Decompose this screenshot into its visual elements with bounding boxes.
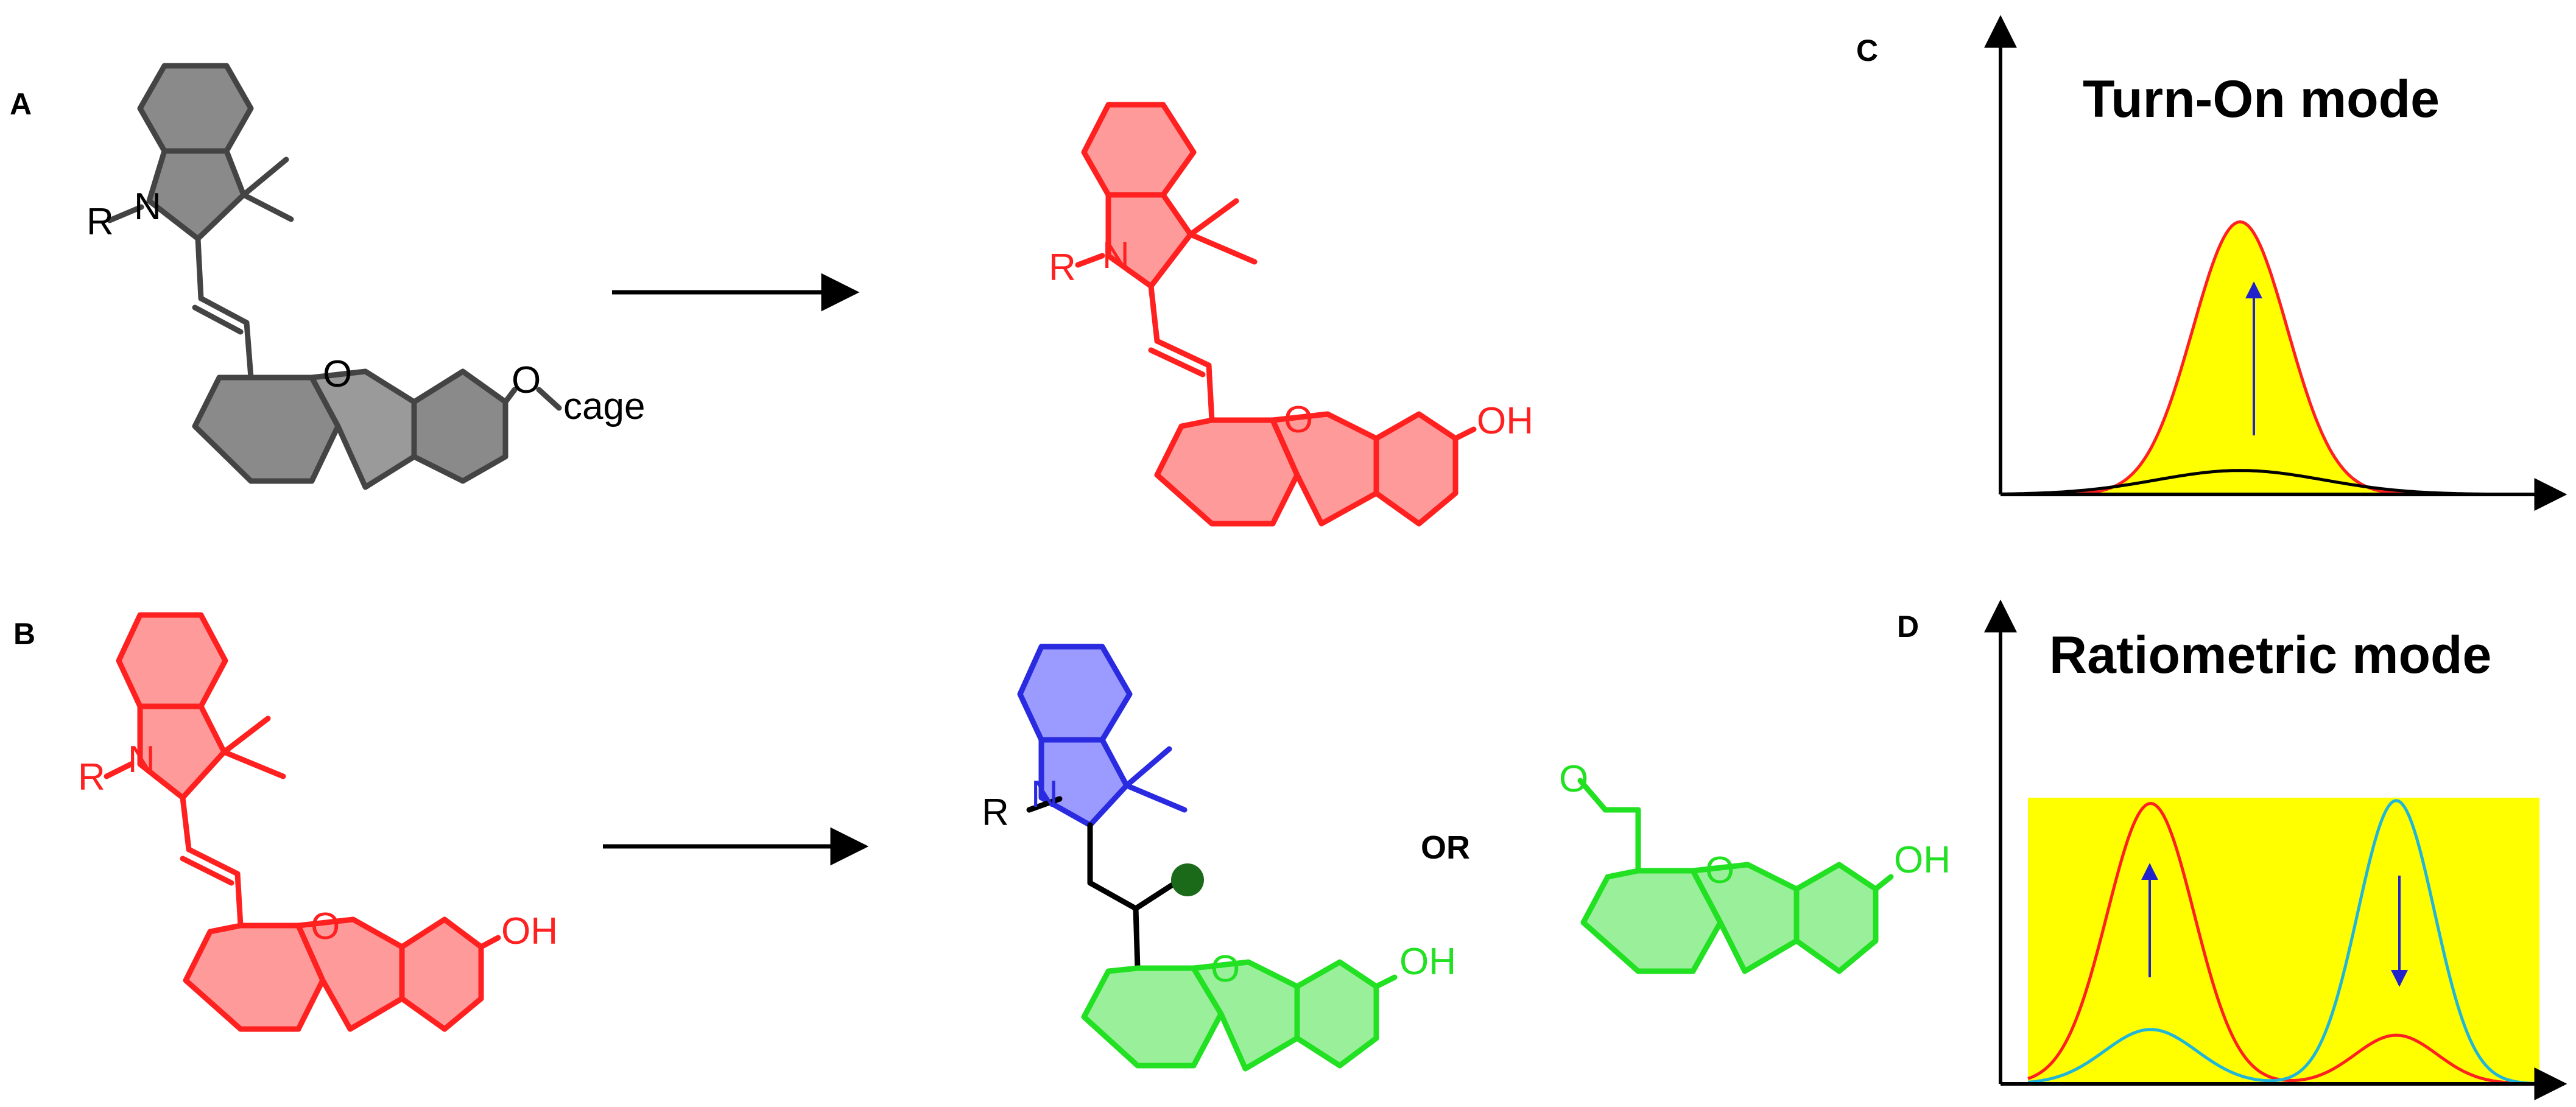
vinyl-double-bond xyxy=(192,304,244,335)
aromatic-ring xyxy=(183,922,326,1032)
product-nitrogen-label: N xyxy=(1102,234,1130,276)
hydroxyl-bond xyxy=(478,935,501,950)
panel-letter-a: A xyxy=(10,87,32,121)
n-r-bond xyxy=(1026,796,1063,813)
benzo-ring xyxy=(1081,102,1197,198)
ratiometric-yellow-background xyxy=(2028,798,2539,1084)
reactant-hydroxyl-label: OH xyxy=(501,910,558,952)
methyl-bond xyxy=(241,192,294,222)
panel-c-chart: C Turn-On mode xyxy=(1856,15,2567,511)
adduct-molecule xyxy=(1017,644,1398,1072)
carbonyl-double-bond xyxy=(1577,778,1608,813)
uncaged-fluorophore-molecule xyxy=(1075,102,1477,527)
methyl-bond xyxy=(221,749,286,779)
hydroxyl-bond xyxy=(1873,874,1894,892)
aldehyde-hydroxyl-label: OH xyxy=(1894,839,1951,881)
methyl-bond xyxy=(1188,231,1258,265)
probe-molecule-red xyxy=(104,612,501,1032)
ring-oxygen-label: O xyxy=(323,353,352,395)
chart-title-ratiometric: Ratiometric mode xyxy=(2049,626,2491,684)
n-r-bond xyxy=(107,204,144,223)
linker-bond xyxy=(1087,880,1139,912)
linker-bond xyxy=(1133,880,1178,912)
aromatic-ring xyxy=(192,374,341,484)
reactant-ring-oxygen-label: O xyxy=(311,905,340,947)
adduct-nitrogen-label: N xyxy=(1031,773,1058,815)
panel-letter-b: B xyxy=(13,617,35,651)
panel-b: B R N O OH xyxy=(13,612,1951,1072)
vinyl-bond xyxy=(1206,362,1215,423)
pyrroline-ring xyxy=(1105,192,1194,289)
vinyl-double-bond xyxy=(1154,338,1212,368)
vinyl-double-bond xyxy=(198,295,250,326)
methyl-bond xyxy=(1124,746,1172,789)
aldehyde-ring-oxygen-label: O xyxy=(1705,849,1734,891)
methyl-bond xyxy=(221,715,271,755)
adduct-hydroxyl-label: OH xyxy=(1399,941,1456,983)
vinyl-double-bond xyxy=(186,846,241,877)
panel-a: A R N O O cage xyxy=(10,63,1533,527)
hydroxyl-bond xyxy=(1373,974,1398,989)
panel-letter-d: D xyxy=(1897,610,1919,644)
panel-d-chart: D Ratiometric mode xyxy=(1897,599,2567,1100)
vinyl-double-bond xyxy=(1148,347,1206,378)
hydroxyl-bond xyxy=(1452,426,1477,441)
vinyl-bond xyxy=(195,236,204,301)
aromatic-ring xyxy=(411,368,509,484)
methyl-bond xyxy=(1124,782,1188,813)
adduct-r-label: R xyxy=(982,792,1009,834)
caged-probe-molecule xyxy=(107,63,562,490)
methyl-bond xyxy=(1188,198,1239,237)
aromatic-ring-green xyxy=(1793,862,1879,974)
n-r-bond xyxy=(1075,253,1105,268)
methyl-bond xyxy=(241,156,289,198)
reactant-nitrogen-label: N xyxy=(128,739,155,781)
chart-title-turn-on: Turn-On mode xyxy=(2083,70,2440,128)
vinyl-double-bond xyxy=(180,856,234,886)
product-r-label: R xyxy=(1049,247,1076,289)
linker-bond xyxy=(1133,905,1141,971)
benzo-ring xyxy=(116,612,228,709)
vinyl-bond xyxy=(234,871,244,929)
ether-bond xyxy=(536,387,562,411)
aldehyde-oxygen-label: O xyxy=(1559,758,1588,800)
grafted-group-dot xyxy=(1171,863,1204,896)
panel-letter-c: C xyxy=(1856,33,1878,68)
ether-bond xyxy=(502,387,518,405)
nitrogen-label: N xyxy=(134,186,161,228)
vinyl-bond xyxy=(180,795,192,852)
adduct-ring-oxygen-label: O xyxy=(1211,948,1240,990)
ratiometric-cyan-curve xyxy=(2027,799,2540,1086)
aromatic-ring xyxy=(1373,411,1459,527)
n-r-bond xyxy=(104,761,134,779)
aldehyde-fragment xyxy=(1577,778,1894,974)
benzo-ring xyxy=(137,63,254,154)
product-hydroxyl-label: OH xyxy=(1477,400,1533,442)
benzo-ring-blue xyxy=(1017,644,1133,743)
ether-oxygen-label: O xyxy=(512,359,541,401)
reactant-r-label: R xyxy=(78,756,105,798)
aromatic-ring xyxy=(399,916,484,1032)
or-label: OR xyxy=(1421,829,1470,866)
pyrroline-ring xyxy=(137,703,227,801)
product-ring-oxygen-label: O xyxy=(1284,399,1313,441)
vinyl-bond xyxy=(1148,283,1160,344)
aromatic-ring xyxy=(1154,417,1300,527)
cage-label: cage xyxy=(563,385,645,427)
aromatic-ring-green xyxy=(1294,959,1379,1069)
turn-on-yellow-fill xyxy=(2001,222,2558,494)
vinyl-bond xyxy=(244,320,254,381)
indoline-ring-blue xyxy=(1038,737,1130,828)
substituent-r-label: R xyxy=(86,201,114,243)
pyrroline-ring xyxy=(146,148,247,242)
